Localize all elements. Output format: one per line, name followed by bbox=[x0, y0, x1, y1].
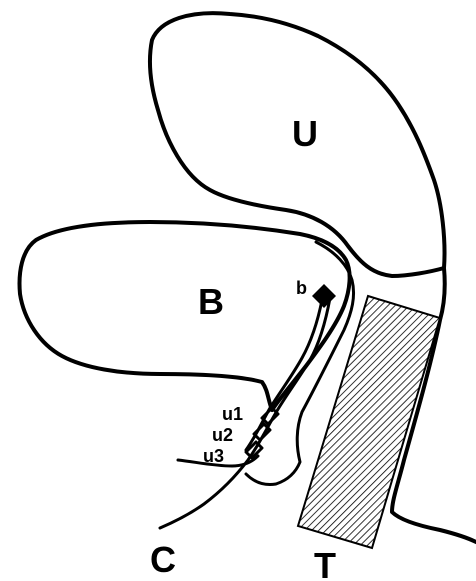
label-u2: u2 bbox=[212, 425, 233, 445]
label-u1: u1 bbox=[222, 404, 243, 424]
electrode-u2 bbox=[254, 424, 270, 440]
label-t: T bbox=[314, 545, 336, 581]
b-marker bbox=[312, 284, 336, 308]
region-t-hatched bbox=[298, 296, 440, 548]
label-u: U bbox=[292, 113, 318, 154]
label-c: C bbox=[150, 539, 176, 580]
electrode-u1 bbox=[262, 408, 278, 424]
duct-outer bbox=[160, 298, 330, 528]
duct-inner bbox=[246, 300, 322, 450]
label-b-region: B bbox=[198, 281, 224, 322]
region-b-outline bbox=[20, 222, 350, 410]
label-b-point: b bbox=[296, 278, 307, 298]
label-u3: u3 bbox=[203, 446, 224, 466]
